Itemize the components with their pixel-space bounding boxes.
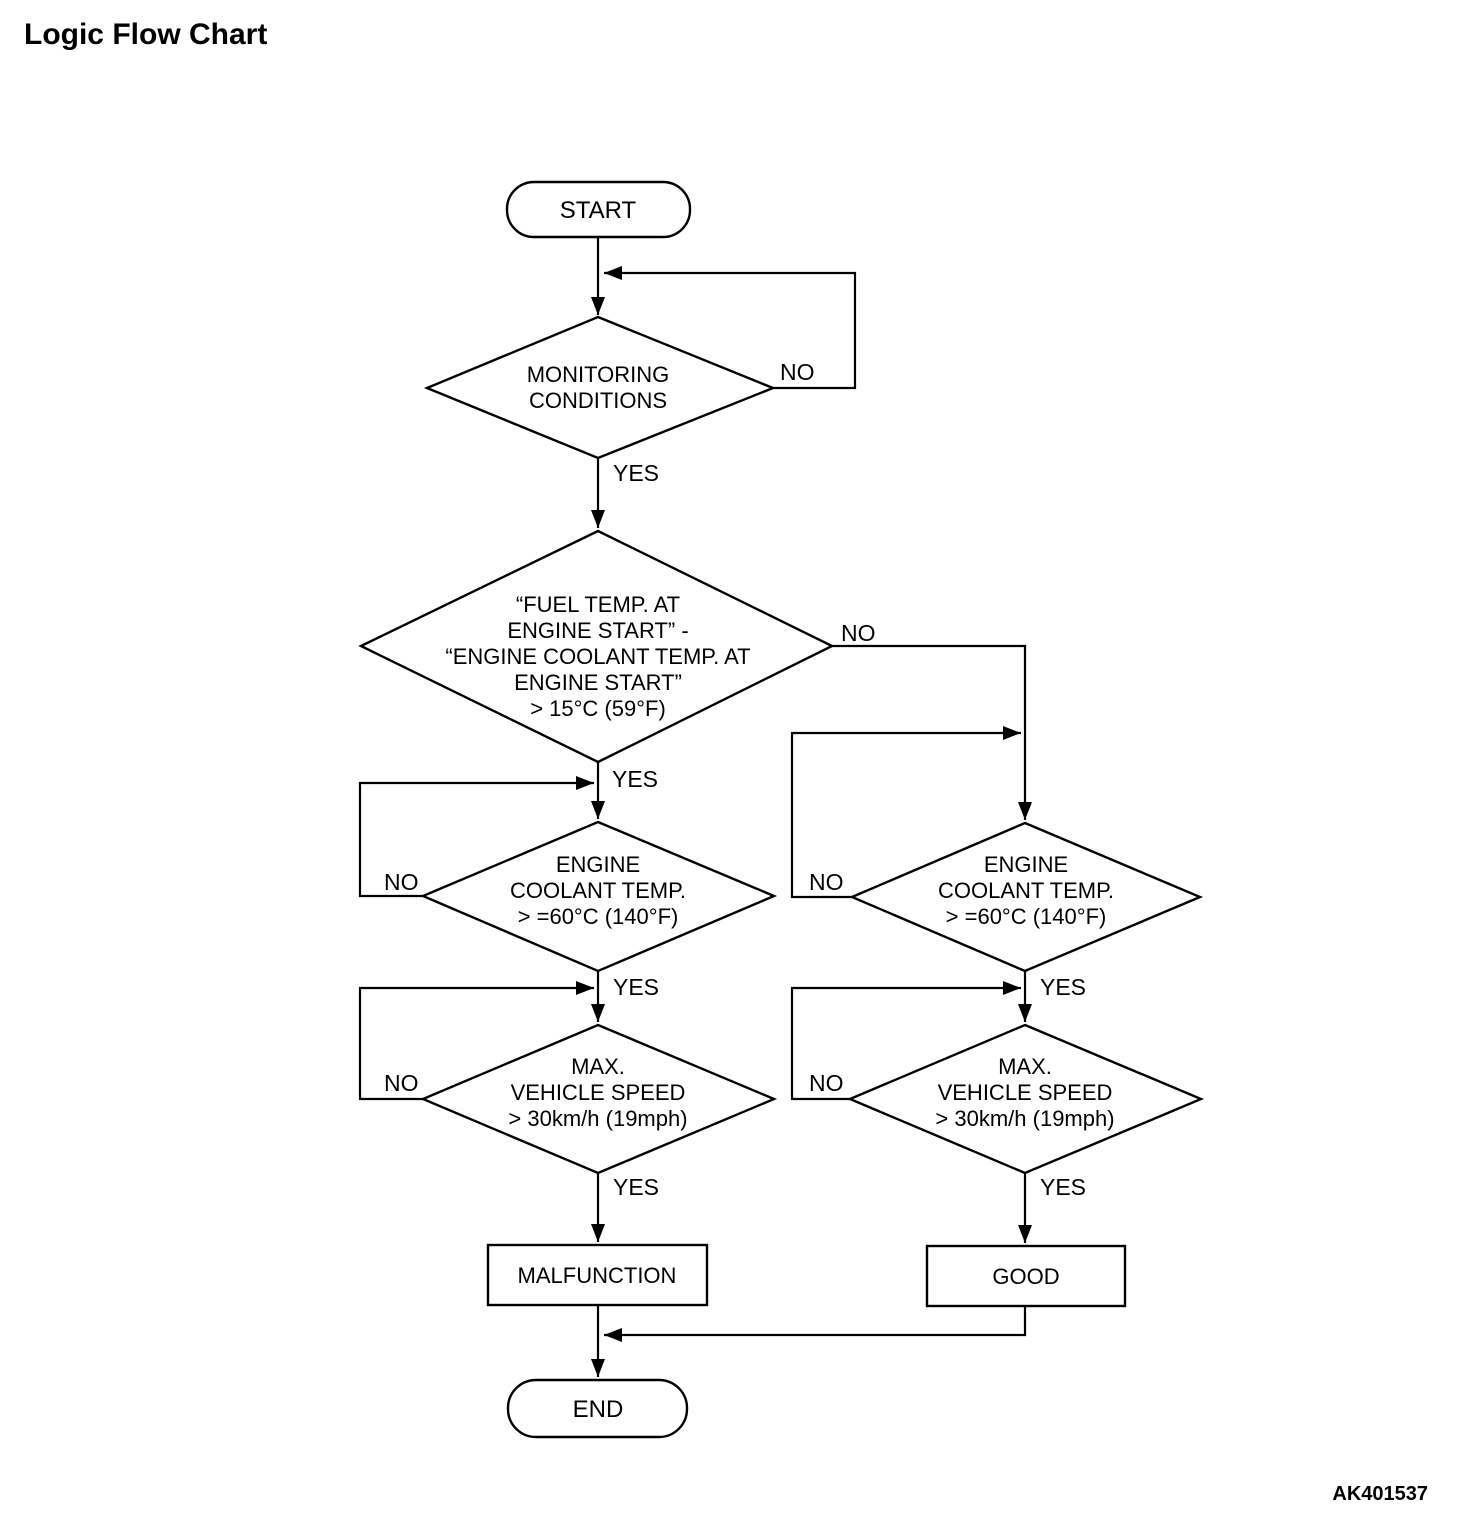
good-label: GOOD <box>992 1264 1059 1289</box>
label-fueltemp-yes: YES <box>612 766 658 792</box>
fuel-temp-diamond <box>358 529 835 764</box>
label-coolant-left-yes: YES <box>613 974 659 1000</box>
speed-right-line2: VEHICLE SPEED <box>938 1080 1113 1105</box>
speed-left-line1: MAX. <box>571 1054 625 1079</box>
edge-coolant-left-no-loop <box>358 776 594 898</box>
label-monitoring-yes: YES <box>613 460 659 486</box>
speed-left-diamond <box>419 1023 778 1175</box>
coolant-right-diamond <box>848 821 1204 973</box>
monitoring-line1: MONITORING <box>527 362 670 387</box>
fuel-temp-line4: ENGINE START” <box>514 670 682 695</box>
label-speed-left-no: NO <box>384 1070 419 1096</box>
node-coolant-temp-right: ENGINE COOLANT TEMP. > =60°C (140°F) <box>848 821 1204 973</box>
label-fueltemp-no: NO <box>841 620 876 646</box>
fuel-temp-line5: > 15°C (59°F) <box>530 696 666 721</box>
speed-right-line1: MAX. <box>998 1054 1052 1079</box>
label-monitoring-no: NO <box>780 359 815 385</box>
speed-left-line2: VEHICLE SPEED <box>511 1080 686 1105</box>
figure-code: AK401537 <box>1332 1483 1428 1505</box>
coolant-left-line1: ENGINE <box>556 852 640 877</box>
edge-monitoring-no-loop <box>604 266 857 390</box>
node-start: START <box>505 180 692 239</box>
node-vehicle-speed-right: MAX. VEHICLE SPEED > 30km/h (19mph) <box>846 1023 1205 1175</box>
edge-fueltemp-no <box>832 644 1032 820</box>
edge-coolant-right-no-loop <box>790 726 1021 899</box>
coolant-right-line2: COOLANT TEMP. <box>938 878 1114 903</box>
coolant-left-line2: COOLANT TEMP. <box>510 878 686 903</box>
coolant-left-line3: > =60°C (140°F) <box>518 904 679 929</box>
node-fuel-temp-delta: “FUEL TEMP. AT ENGINE START” - “ENGINE C… <box>358 529 835 764</box>
start-shape <box>505 180 692 239</box>
coolant-right-line3: > =60°C (140°F) <box>946 904 1107 929</box>
node-end: END <box>506 1378 689 1439</box>
coolant-right-line1: ENGINE <box>984 852 1068 877</box>
label-coolant-right-no: NO <box>809 869 844 895</box>
speed-right-diamond <box>846 1023 1205 1175</box>
label-speed-right-no: NO <box>809 1070 844 1096</box>
fuel-temp-line1: “FUEL TEMP. AT <box>516 592 680 617</box>
label-speed-left-yes: YES <box>613 1174 659 1200</box>
node-good: GOOD <box>925 1244 1127 1308</box>
node-vehicle-speed-left: MAX. VEHICLE SPEED > 30km/h (19mph) <box>419 1023 778 1175</box>
fuel-temp-line3: “ENGINE COOLANT TEMP. AT <box>445 644 750 669</box>
edge-good-merge <box>604 1306 1027 1342</box>
end-label: END <box>573 1396 624 1423</box>
node-monitoring-conditions: MONITORING CONDITIONS <box>423 315 777 460</box>
node-malfunction: MALFUNCTION <box>486 1243 709 1307</box>
speed-right-line3: > 30km/h (19mph) <box>935 1106 1114 1131</box>
node-coolant-temp-left: ENGINE COOLANT TEMP. > =60°C (140°F) <box>419 820 778 973</box>
coolant-left-diamond <box>419 820 778 973</box>
malfunction-label: MALFUNCTION <box>518 1263 677 1288</box>
speed-left-line3: > 30km/h (19mph) <box>508 1106 687 1131</box>
malfunction-shape <box>486 1243 709 1307</box>
label-speed-right-yes: YES <box>1040 1174 1086 1200</box>
monitoring-diamond <box>423 315 777 460</box>
edge-speed-left-no-loop <box>358 981 594 1101</box>
page-title: Logic Flow Chart <box>24 18 267 51</box>
fuel-temp-line2: ENGINE START” - <box>507 618 688 643</box>
end-shape <box>506 1378 689 1439</box>
good-shape <box>925 1244 1127 1308</box>
start-label: START <box>560 197 637 224</box>
label-coolant-left-no: NO <box>384 869 419 895</box>
monitoring-line2: CONDITIONS <box>529 388 667 413</box>
edge-speed-right-no-loop <box>790 981 1021 1101</box>
label-coolant-right-yes: YES <box>1040 974 1086 1000</box>
